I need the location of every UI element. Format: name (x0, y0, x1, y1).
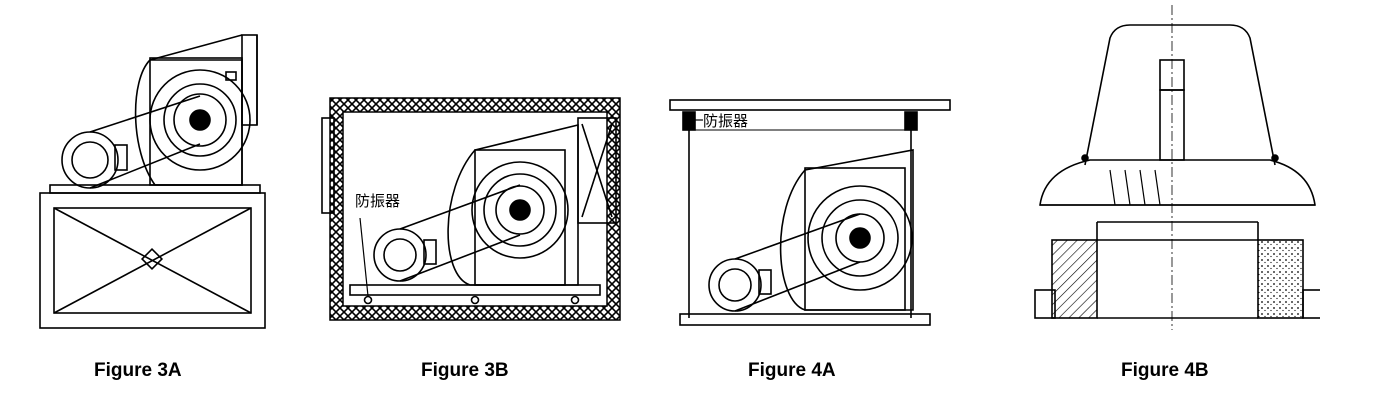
ceiling-beam (669, 99, 951, 111)
caption-figure-4a: Figure 4A (748, 360, 836, 381)
figure-4b-drawing (1034, 5, 1320, 330)
caption-figure-3b: Figure 3B (421, 360, 509, 381)
roof-curb-left (1051, 239, 1098, 319)
figure-3b: 防振器 (320, 0, 640, 350)
figure-3a (30, 0, 290, 350)
vibration-isolator-label: 防振器 (355, 192, 400, 210)
figure-4b (1020, 0, 1320, 350)
figure-3a-drawing (39, 34, 266, 329)
acoustic-enclosure (329, 97, 621, 321)
figure-4a: 防振器 (665, 0, 955, 350)
roof-fan-hood (1084, 24, 1276, 166)
roof-curb-right (1257, 239, 1304, 319)
caption-figure-4b: Figure 4B (1121, 360, 1209, 381)
support-stand (39, 192, 266, 329)
vibration-isolator-label: 防振器 (703, 112, 748, 130)
figure-4a-drawing: 防振器 (669, 99, 951, 326)
caption-figure-3a: Figure 3A (94, 360, 182, 381)
figure-3b-drawing: 防振器 (321, 97, 621, 321)
